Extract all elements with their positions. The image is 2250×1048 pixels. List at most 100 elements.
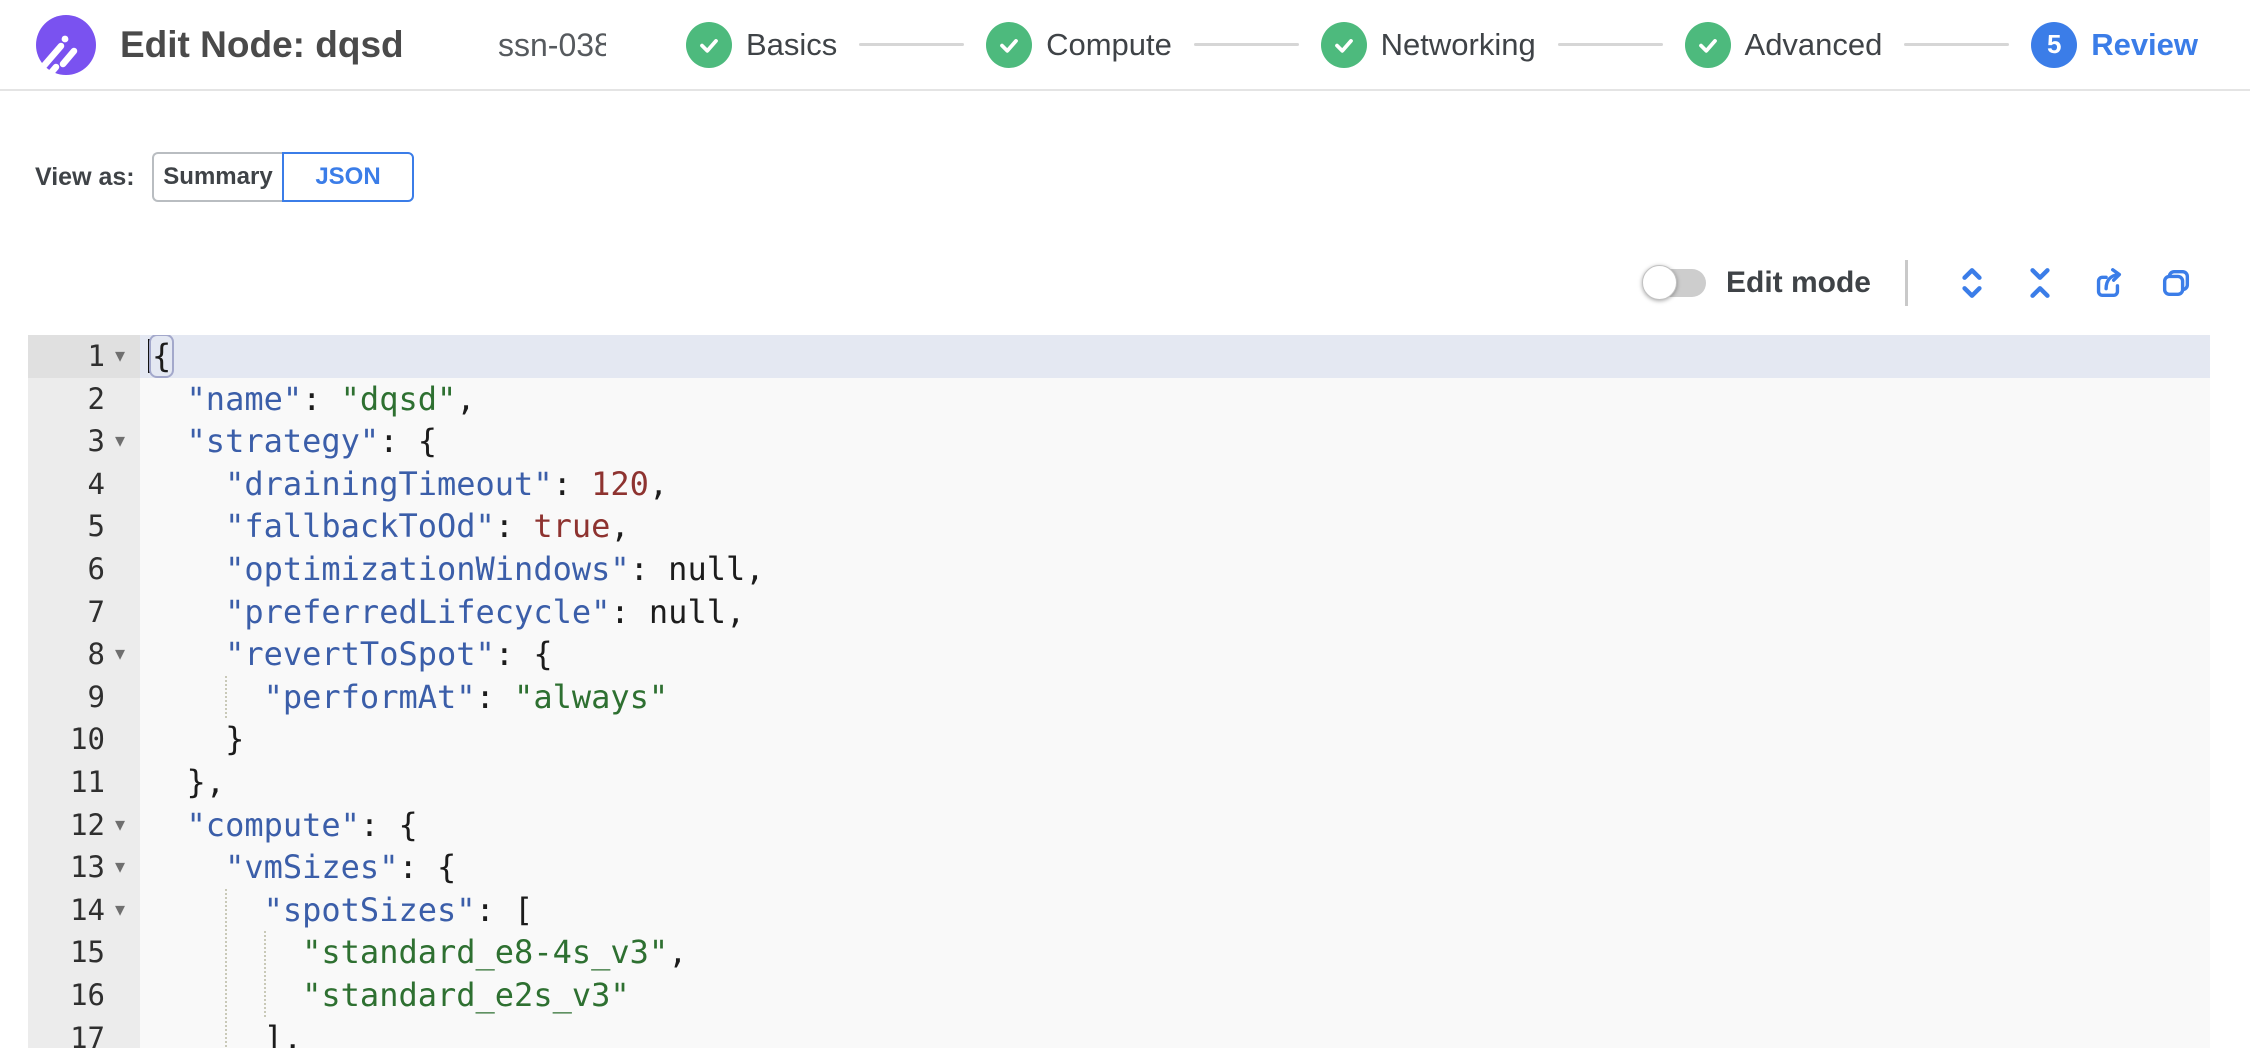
step-networking[interactable]: Networking bbox=[1320, 21, 1536, 68]
code-line-content[interactable]: "standard_e2s_v3" bbox=[140, 974, 2210, 1017]
code-token bbox=[148, 635, 225, 673]
code-token: : bbox=[475, 677, 515, 716]
code-token bbox=[148, 848, 225, 886]
code-line-content[interactable]: "compute": { bbox=[140, 804, 2210, 847]
code-token: "name" bbox=[186, 379, 303, 418]
fold-toggle-icon[interactable]: ▾ bbox=[114, 345, 126, 367]
code-line[interactable]: 2 "name": "dqsd", bbox=[28, 377, 2210, 421]
code-line[interactable]: 7 "preferredLifecycle": null, bbox=[28, 590, 2210, 634]
code-line[interactable]: 13▾ "vmSizes": { bbox=[28, 846, 2210, 889]
code-line-content[interactable]: { bbox=[140, 335, 2210, 378]
code-token bbox=[148, 678, 264, 716]
export-icon[interactable] bbox=[2091, 265, 2125, 301]
code-line[interactable]: 3▾ "strategy": { bbox=[28, 420, 2210, 463]
code-line-content[interactable]: "spotSizes": [ bbox=[140, 889, 2210, 932]
code-line-content[interactable]: "drainingTimeout": 120, bbox=[140, 463, 2210, 506]
code-line-content[interactable]: "performAt": "always" bbox=[140, 676, 2210, 719]
code-token bbox=[148, 763, 187, 801]
code-token: "standard_e2s_v3" bbox=[302, 975, 630, 1014]
code-line-content[interactable]: } bbox=[140, 718, 2210, 761]
code-token bbox=[148, 380, 187, 418]
node-id-subtitle: ssn-038 bbox=[498, 27, 606, 63]
code-token: "strategy" bbox=[186, 422, 380, 461]
step-check-icon[interactable] bbox=[1684, 21, 1731, 68]
step-number-badge[interactable]: 5 bbox=[2031, 21, 2078, 68]
fold-toggle-icon[interactable]: ▾ bbox=[114, 856, 126, 879]
code-line-content[interactable]: "strategy": { bbox=[140, 420, 2210, 463]
code-line[interactable]: 9 "performAt": "always" bbox=[28, 675, 2210, 719]
line-number: 11 bbox=[28, 760, 140, 804]
step-check-icon[interactable] bbox=[986, 21, 1033, 68]
code-line[interactable]: 17 ], bbox=[28, 1016, 2210, 1048]
code-line[interactable]: 12▾ "compute": { bbox=[28, 803, 2210, 847]
code-line[interactable]: 11 }, bbox=[28, 760, 2210, 804]
line-number: 13▾ bbox=[28, 846, 140, 889]
step-compute[interactable]: Compute bbox=[986, 21, 1172, 68]
code-line-content[interactable]: "fallbackToOd": true, bbox=[140, 505, 2210, 548]
code-token: : bbox=[302, 379, 341, 418]
code-line-content[interactable]: "preferredLifecycle": null, bbox=[140, 591, 2210, 634]
code-line-content[interactable]: "standard_e8-4s_v3", bbox=[140, 931, 2210, 974]
code-token: : bbox=[610, 592, 649, 631]
step-basics[interactable]: Basics bbox=[686, 21, 838, 68]
code-token: "dqsd" bbox=[340, 379, 457, 418]
code-line[interactable]: 4 "drainingTimeout": 120, bbox=[28, 462, 2210, 506]
line-number: 1▾ bbox=[28, 335, 140, 378]
step-review[interactable]: 5 Review bbox=[2031, 21, 2199, 68]
step-label: Basics bbox=[746, 26, 838, 62]
edit-mode-label: Edit mode bbox=[1725, 266, 1871, 299]
code-token bbox=[148, 806, 187, 844]
page-title: Edit Node: dqsd bbox=[120, 24, 404, 65]
code-token bbox=[148, 507, 225, 545]
code-line[interactable]: 10 } bbox=[28, 718, 2210, 761]
edit-mode-toggle[interactable] bbox=[1641, 265, 1706, 300]
line-number: 5 bbox=[28, 505, 140, 548]
code-token: null bbox=[668, 549, 746, 588]
wizard-stepper: Basics Compute Networking Advanced 5 Review bbox=[686, 0, 2198, 89]
step-connector bbox=[1904, 43, 2010, 46]
code-line[interactable]: 16 "standard_e2s_v3" bbox=[28, 973, 2210, 1017]
copy-icon[interactable] bbox=[2159, 265, 2193, 301]
code-token: }, bbox=[186, 762, 226, 801]
collapse-all-icon[interactable] bbox=[2023, 265, 2057, 301]
code-line-content[interactable]: "vmSizes": { bbox=[140, 846, 2210, 889]
code-line-content[interactable]: ], bbox=[140, 1017, 2210, 1048]
line-number: 4 bbox=[28, 462, 140, 506]
code-token: "standard_e8-4s_v3" bbox=[302, 933, 669, 972]
editor-toolbar: Edit mode bbox=[28, 248, 2210, 318]
code-line-content[interactable]: }, bbox=[140, 761, 2210, 804]
code-token: { bbox=[148, 335, 175, 378]
code-line[interactable]: 8▾ "revertToSpot": { bbox=[28, 633, 2210, 676]
code-line-content[interactable]: "name": "dqsd", bbox=[140, 378, 2210, 421]
line-number: 3▾ bbox=[28, 420, 140, 463]
fold-toggle-icon[interactable]: ▾ bbox=[114, 813, 126, 836]
code-line[interactable]: 6 "optimizationWindows": null, bbox=[28, 547, 2210, 591]
toggle-knob[interactable] bbox=[1641, 265, 1677, 300]
code-token: "vmSizes" bbox=[225, 848, 399, 887]
view-as-summary-button[interactable]: Summary bbox=[152, 152, 282, 202]
step-check-icon[interactable] bbox=[686, 21, 732, 68]
line-number: 9 bbox=[28, 675, 140, 719]
line-number: 12▾ bbox=[28, 803, 140, 847]
view-as-json-button[interactable]: JSON bbox=[282, 152, 414, 202]
step-label: Review bbox=[2091, 26, 2199, 62]
step-check-icon[interactable] bbox=[1320, 21, 1367, 68]
code-line[interactable]: 1▾{ bbox=[28, 335, 2210, 378]
fold-toggle-icon[interactable]: ▾ bbox=[114, 898, 126, 921]
code-line[interactable]: 14▾ "spotSizes": [ bbox=[28, 888, 2210, 932]
json-code-editor[interactable]: 1▾{2 "name": "dqsd",3▾ "strategy": {4 "d… bbox=[28, 335, 2210, 1048]
line-number: 15 bbox=[28, 931, 140, 974]
fold-toggle-icon[interactable]: ▾ bbox=[114, 430, 126, 453]
code-token: "spotSizes" bbox=[263, 890, 476, 929]
fold-toggle-icon[interactable]: ▾ bbox=[114, 643, 126, 666]
code-token: } bbox=[225, 720, 245, 759]
step-label: Compute bbox=[1046, 26, 1172, 62]
code-token: "always" bbox=[514, 677, 669, 716]
code-line[interactable]: 5 "fallbackToOd": true, bbox=[28, 505, 2210, 548]
wizard-header: Edit Node: dqsd ssn-038 Basics Compute Net… bbox=[0, 0, 2250, 91]
step-advanced[interactable]: Advanced bbox=[1684, 21, 1882, 68]
expand-all-icon[interactable] bbox=[1955, 265, 1989, 301]
code-line[interactable]: 15 "standard_e8-4s_v3", bbox=[28, 931, 2210, 974]
code-line-content[interactable]: "revertToSpot": { bbox=[140, 633, 2210, 676]
code-line-content[interactable]: "optimizationWindows": null, bbox=[140, 548, 2210, 591]
